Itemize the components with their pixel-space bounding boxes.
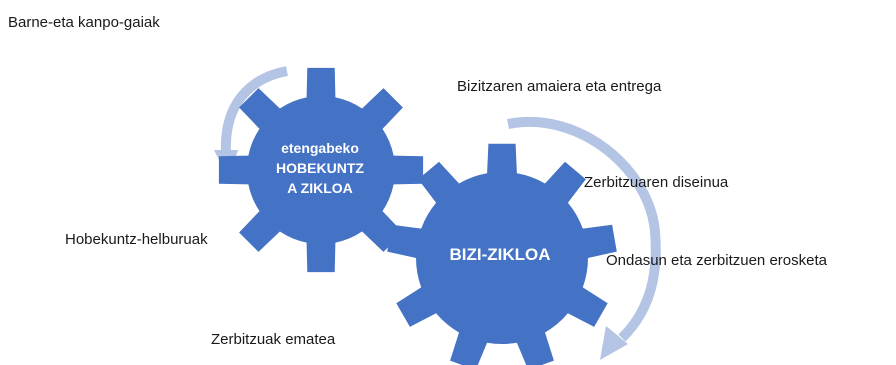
label-service-delivery: Zerbitzuak ematea <box>211 331 336 348</box>
small-gear-line-2: HOBEKUNTZ <box>276 160 364 176</box>
small-gear-line-3: A ZIKLOA <box>287 180 353 196</box>
label-improvement-goals: Hobekuntz-helburuak <box>65 231 208 248</box>
large-gear <box>387 143 617 365</box>
label-service-design: Zerbitzuaren diseinua <box>584 174 729 191</box>
large-gear-label: BIZI-ZIKLOA <box>449 245 551 264</box>
small-gear-label: etengabeko HOBEKUNTZ A ZIKLOA <box>263 138 377 198</box>
small-gear-line-1: etengabeko <box>281 140 359 156</box>
small-gear <box>218 67 424 273</box>
label-external-internal: Barne-eta kanpo-gaiak <box>8 14 160 31</box>
label-procurement: Ondasun eta zerbitzuen erosketa <box>606 252 827 269</box>
large-cycle-arrow <box>507 117 661 360</box>
label-end-of-life: Bizitzaren amaiera eta entrega <box>457 78 662 95</box>
